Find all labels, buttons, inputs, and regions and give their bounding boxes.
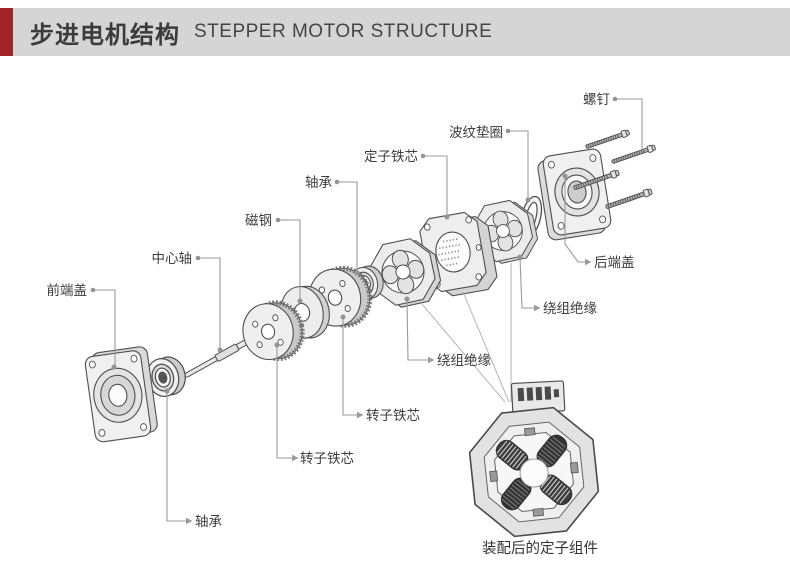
label-winding-insulation-left: 绕组绝缘 bbox=[437, 353, 491, 368]
assembled-stator-part bbox=[468, 380, 600, 538]
page-subtitle: STEPPER MOTOR STRUCTURE bbox=[194, 21, 493, 42]
leader-lines bbox=[93, 98, 643, 522]
assembly-convergence-lines bbox=[420, 263, 512, 403]
header-accent-bar bbox=[0, 8, 13, 56]
label-rear-end-cover: 后端盖 bbox=[594, 255, 635, 270]
screw-part bbox=[609, 142, 658, 167]
screw-part bbox=[583, 127, 632, 152]
label-assembled-stator: 装配后的定子组件 bbox=[482, 540, 598, 557]
center-shaft-part bbox=[184, 335, 255, 378]
rear-end-cover-part bbox=[537, 148, 612, 241]
label-rotor-core-upper: 转子铁芯 bbox=[366, 408, 420, 423]
label-stator-core: 定子铁芯 bbox=[364, 149, 418, 164]
page-header: 步进电机结构 STEPPER MOTOR STRUCTURE bbox=[0, 8, 790, 56]
label-front-end-cover: 前端盖 bbox=[47, 282, 88, 298]
label-screws: 螺钉 bbox=[583, 92, 610, 107]
label-rotor-core-lower: 转子铁芯 bbox=[300, 451, 354, 466]
label-bearing-top: 轴承 bbox=[305, 175, 332, 190]
label-wave-washer: 波纹垫圈 bbox=[449, 125, 503, 140]
page-title: 步进电机结构 bbox=[30, 21, 180, 49]
label-bearing-bottom: 轴承 bbox=[195, 514, 222, 529]
label-center-shaft: 中心轴 bbox=[152, 251, 193, 266]
screw-part bbox=[603, 186, 655, 212]
leader-dots bbox=[90, 96, 618, 394]
front-end-cover-part bbox=[84, 346, 158, 443]
label-winding-insulation-right: 绕组绝缘 bbox=[543, 301, 597, 316]
label-magnet: 磁钢 bbox=[245, 213, 272, 228]
stator-connector bbox=[510, 380, 566, 414]
